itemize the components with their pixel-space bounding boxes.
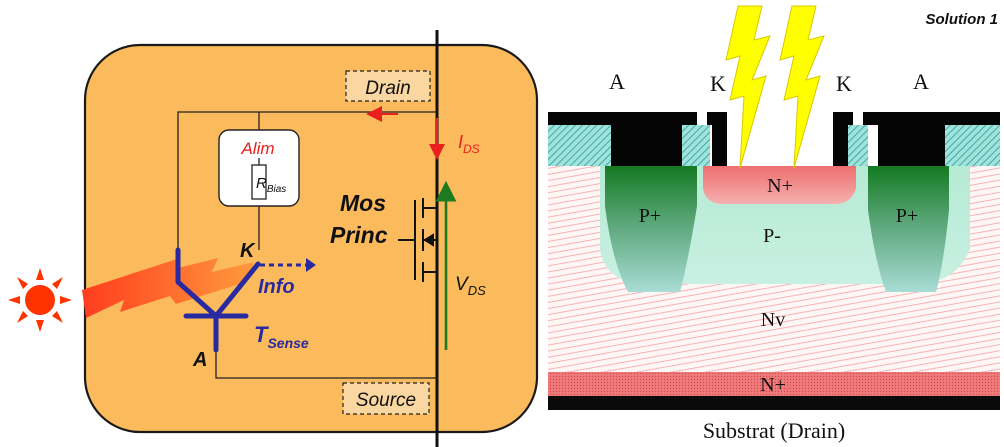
cathode-right-contact	[833, 112, 853, 166]
substrate-metal	[548, 396, 1000, 410]
info-label: Info	[258, 276, 295, 298]
oxide-left-outer	[548, 125, 611, 166]
nplus-top-region	[703, 166, 856, 204]
mos-label-line1: Mos	[340, 190, 386, 216]
tsense-label: TSense	[254, 322, 309, 351]
lightning-icon	[725, 5, 825, 169]
left-circuit-diagram: Drain Source Alim RBias IDS Mos Princ	[8, 30, 539, 447]
pplus-left-region	[605, 166, 697, 292]
source-label-box	[342, 382, 430, 415]
alim-label: Alim	[240, 139, 274, 158]
cathode-left-label: K	[710, 71, 726, 96]
light-beam-icon	[82, 258, 254, 318]
source-label: Source	[356, 390, 416, 411]
anode-right-label: A	[913, 69, 929, 94]
mosfet-symbol-icon	[398, 182, 438, 300]
nplus-top-label: N+	[767, 175, 793, 197]
ids-label: IDS	[458, 132, 480, 156]
k-terminal-label: K	[240, 240, 256, 262]
anode-left-contact	[548, 112, 697, 166]
drain-label-box	[345, 70, 431, 102]
info-arrow-head	[306, 258, 316, 272]
cathode-right-label: K	[836, 71, 852, 96]
drain-label: Drain	[365, 78, 410, 99]
substrat-label: Substrat (Drain)	[703, 418, 845, 443]
nv-label: Nv	[761, 309, 785, 331]
sense-transistor-icon	[175, 247, 261, 353]
cathode-left-contact	[707, 112, 727, 166]
anode-right-contact	[863, 112, 1000, 166]
anode-left-label: A	[609, 69, 625, 94]
sun-icon	[8, 268, 72, 332]
pminus-label: P-	[763, 225, 781, 247]
mos-label-line2: Princ	[330, 222, 388, 248]
right-cross-section-diagram: Solution 1 A K K A	[548, 5, 1000, 443]
oxide-right-outer	[945, 125, 1000, 166]
nplus-bottom-label: N+	[760, 374, 786, 396]
solution-label: Solution 1	[926, 11, 999, 28]
rbias-label: RBias	[256, 175, 286, 195]
a-terminal-label: A	[192, 349, 207, 371]
vds-label: VDS	[455, 274, 486, 298]
oxide-left-inner	[682, 125, 710, 166]
pplus-left-label: P+	[639, 205, 661, 227]
pplus-right-label: P+	[896, 205, 918, 227]
pplus-right-region	[868, 166, 949, 292]
sensor-chip-box	[83, 43, 539, 434]
nplus-bottom-region	[548, 372, 1000, 396]
